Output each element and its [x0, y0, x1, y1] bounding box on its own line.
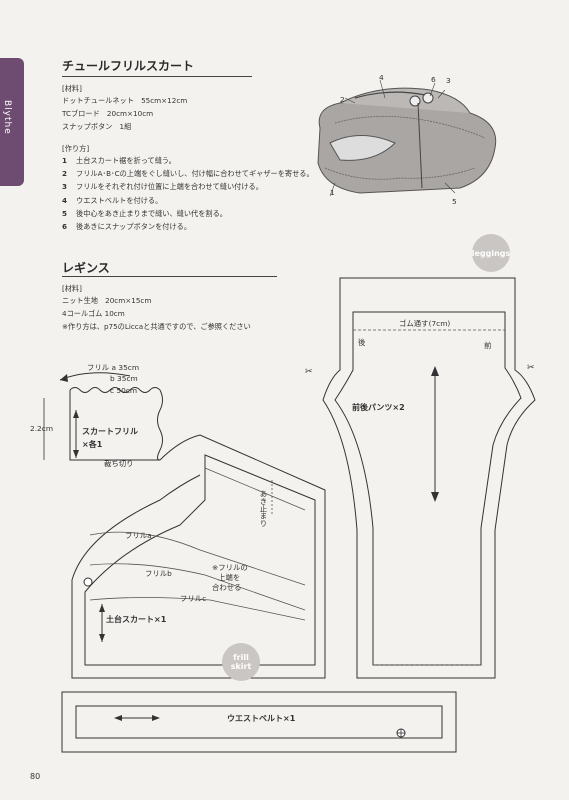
side-tab-label: Blythe — [2, 100, 12, 135]
leggings-pattern: ✂ ✂ — [305, 277, 536, 679]
illustration-number-6: 6 — [431, 75, 436, 84]
frill-a-length: フリル a 35cm — [87, 363, 140, 372]
waistband-pattern — [61, 691, 457, 753]
illustration-number-1: 1 — [330, 188, 335, 197]
side-tab — [0, 58, 24, 186]
leggings-materials-header: [材料] — [62, 284, 82, 293]
frill-height: 2.2cm — [30, 424, 54, 433]
frill-c-length: c 50cm — [110, 386, 138, 395]
leggings-material-2: 4コールゴム 10cm — [62, 309, 125, 319]
leggings-piece-label: 前後パンツ×2 — [352, 403, 405, 412]
leggings-badge: leggings — [472, 234, 510, 272]
skirt-material-3: スナップボタン 1組 — [62, 122, 132, 132]
skirt-materials-header: [材料] — [62, 84, 82, 93]
skirt-title: チュールフリルスカート — [62, 59, 195, 73]
frill-piece-label-2: ×各1 — [82, 440, 103, 449]
skirt-illustration — [317, 79, 497, 197]
leggings-title-rule — [62, 276, 277, 277]
scissors-icon-left: ✂ — [305, 367, 313, 377]
opening-end-label: あき止まり — [259, 490, 268, 527]
leggings-material-1: ニット生地 20cm×15cm — [62, 296, 152, 305]
frill-b-line-label: フリルb — [145, 569, 172, 578]
base-skirt-label: 土台スカート×1 — [106, 615, 167, 624]
waistband-label: ウエストベルト×1 — [227, 714, 296, 723]
skirt-title-rule — [62, 76, 252, 77]
illustration-number-3: 3 — [446, 76, 451, 85]
leggings-back-label: 後 — [358, 338, 366, 347]
frill-note-3: 合わせる — [212, 583, 242, 592]
frill-note-1: ※フリルの — [212, 563, 248, 572]
cut-off-label: 裁ち切り — [104, 459, 134, 468]
frill-c-line-label: フリルc — [180, 594, 207, 603]
skirt-material-2: TCブロード 20cm×10cm — [62, 109, 154, 119]
illustration-number-5: 5 — [452, 197, 457, 206]
frill-a-line-label: フリルa — [125, 531, 152, 540]
leggings-elastic-label: ゴム通す(7cm) — [399, 319, 451, 328]
illustration-number-4: 4 — [379, 73, 384, 82]
leggings-title: レギンス — [62, 261, 110, 275]
frill-piece-label-1: スカートフリル — [82, 427, 138, 436]
scissors-icon-right: ✂ — [527, 363, 535, 373]
leggings-material-3: ※作り方は、p75のLiccaと共通ですので、ご参照ください — [62, 322, 251, 332]
frill-b-length: b 35cm — [110, 374, 138, 383]
leggings-front-label: 前 — [484, 341, 492, 350]
skirt-steps-header: [作り方] — [62, 144, 90, 153]
skirt-material-1: ドットチュールネット 55cm×12cm — [62, 96, 188, 105]
skirt-pattern — [43, 372, 326, 679]
frill-note-2: 上端を — [218, 573, 241, 582]
frill-skirt-badge: frill skirt — [222, 643, 260, 681]
leggings-materials: [材料] ニット生地 20cm×15cm 4コールゴム 10cm ※作り方は、p… — [62, 284, 251, 334]
page-number: 80 — [30, 772, 41, 781]
skirt-materials: [材料] ドットチュールネット 55cm×12cm TCブロード 20cm×10… — [62, 84, 187, 134]
illustration-number-2: 2 — [340, 95, 345, 104]
